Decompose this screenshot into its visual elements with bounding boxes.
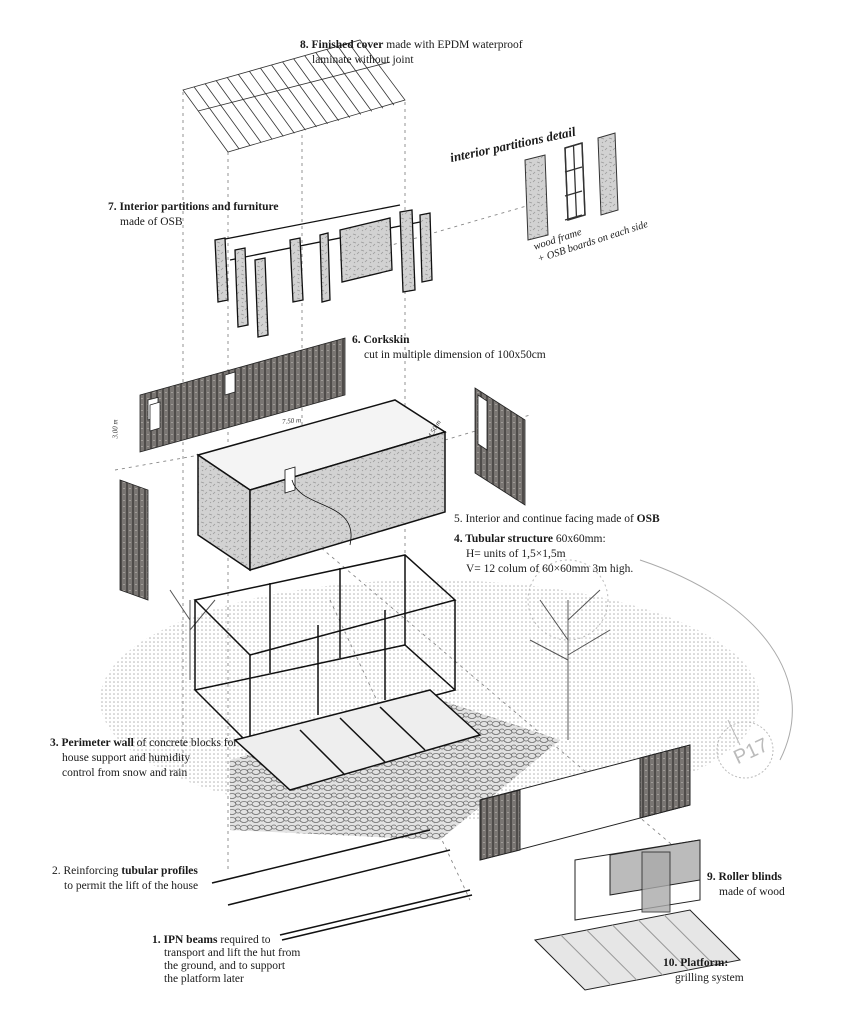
hatch-line — [271, 64, 317, 128]
hatch-line — [581, 142, 586, 216]
hatch-line — [663, 914, 715, 966]
hatch-line — [348, 42, 395, 106]
dimension-length: 7.50 m — [281, 416, 302, 426]
hatch-line — [612, 924, 663, 976]
hatch-line — [337, 46, 384, 109]
label-ipn-beams: 1. IPN beams required to transport and l… — [152, 934, 301, 985]
hatch-line — [564, 190, 583, 197]
corkskin-walls — [119, 337, 526, 601]
hatch-line — [282, 61, 328, 125]
hatch-line — [237, 74, 284, 137]
hatch-line — [315, 52, 362, 115]
hatch-line — [260, 67, 306, 131]
label-finished-cover: 8. Finished cover made with EPDM waterpr… — [300, 39, 523, 66]
hatch-line — [304, 55, 351, 118]
osb-box — [196, 399, 447, 572]
hatch-line — [564, 166, 583, 173]
trees — [169, 559, 611, 740]
hatch-line — [560, 934, 612, 986]
beams — [211, 829, 473, 941]
label-tubular-profiles: 2. Reinforcing tubular profiles to permi… — [52, 865, 199, 892]
label-platform: 10. Platform:grilling system — [663, 957, 744, 984]
hatch-line — [293, 58, 339, 121]
hatch-line — [215, 80, 262, 143]
p17-stamp — [716, 719, 774, 779]
hatch-line — [564, 147, 569, 221]
hatch-line — [326, 49, 373, 112]
tubular-structure — [193, 554, 482, 791]
hatch-line — [193, 86, 240, 150]
hatch-line — [572, 145, 578, 218]
label-tubular-structure: 4. Tubular structure 60x60mm: H= units o… — [454, 533, 634, 575]
interior-partitions — [214, 204, 433, 338]
roller-blind-module — [479, 744, 742, 991]
roof-cover — [182, 39, 406, 153]
hatch-line — [586, 929, 638, 981]
partitions-detail — [524, 132, 619, 241]
label-interior-facing: 5. Interior and continue facing made of … — [454, 513, 660, 525]
label-perimeter-wall: 3. Perimeter wall of concrete blocks for… — [50, 737, 238, 779]
hatch-line — [204, 83, 251, 146]
hatch-line — [249, 71, 295, 134]
dimension-height: 3.00 m — [111, 419, 120, 439]
hatch-line — [637, 919, 689, 971]
hatch-line — [226, 77, 273, 140]
